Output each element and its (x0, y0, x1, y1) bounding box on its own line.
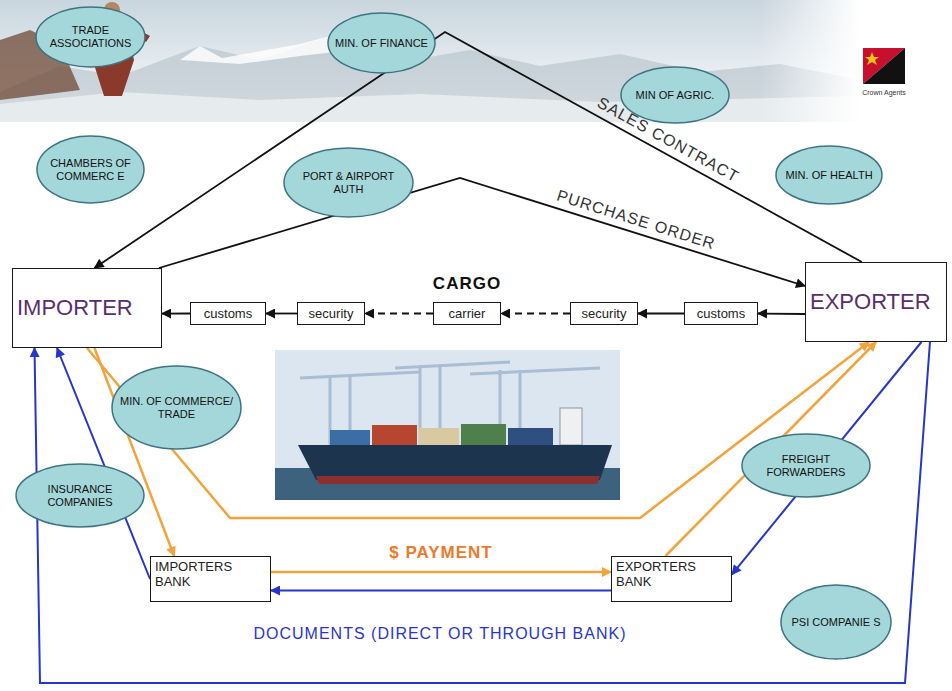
banner-photo (0, 0, 860, 122)
agency-oval: TRADE ASSOCIATIONS (35, 6, 146, 68)
banner-sky (0, 0, 860, 122)
oval-shape (284, 148, 413, 217)
flow-arrow (365, 313, 433, 315)
node-label: FREIGHT FORWARDERS (749, 453, 863, 478)
flow-arrow (638, 313, 684, 315)
node-label: security (309, 306, 354, 321)
agency-oval: MIN. OF FINANCE (327, 12, 436, 74)
annotation-text: Crown Agents (862, 89, 906, 96)
crane-boom (395, 362, 510, 368)
flow-arrow (501, 313, 570, 315)
annotation-text: DOCUMENTS (DIRECT OR THROUGH BANK) (254, 626, 627, 642)
checkpoint-box: security (297, 302, 365, 325)
agency-oval: CHAMBERS OF COMMERC E (36, 135, 145, 204)
node-label: CHAMBERS OF COMMERC E (43, 157, 139, 182)
flow-arrow (271, 571, 611, 574)
node-label: IMPORTER (17, 295, 133, 321)
container-stack (508, 428, 553, 445)
node-label: security (582, 306, 627, 321)
node-label: INSURANCE COMPANIES (23, 483, 137, 508)
banner-snow (180, 36, 352, 64)
photo-sky (275, 350, 620, 500)
logo-red (863, 48, 905, 84)
node-label: customs (697, 306, 745, 321)
node-label: MIN OF AGRIC. (636, 89, 715, 102)
flow-arrow (758, 313, 805, 315)
node-label: TRADE ASSOCIATIONS (42, 24, 140, 49)
flow-arrow (35, 342, 930, 683)
bank-box: IMPORTERS BANK (150, 556, 271, 602)
flow-arrow (87, 342, 869, 518)
flow-arrow (162, 313, 190, 315)
node-label: MIN. OF FINANCE (335, 37, 428, 50)
oval-shape (781, 585, 891, 659)
oval-shape (742, 434, 870, 497)
connector-group (35, 32, 930, 683)
ship-bridge (560, 408, 582, 445)
crown-agents-logo (863, 48, 905, 84)
flow-label: $ PAYMENT (389, 544, 492, 561)
node-label: carrier (449, 306, 486, 321)
banner-foothills (0, 92, 860, 122)
oval-shape (112, 366, 241, 449)
oval-shape (776, 146, 882, 204)
agency-oval: PORT & AIRPORT AUTH (283, 147, 414, 218)
logo-black (863, 48, 905, 84)
node-label: PORT & AIRPORT AUTH (291, 170, 406, 195)
logo-star (865, 52, 879, 65)
flow-arrow (665, 342, 876, 556)
node-label: customs (204, 306, 252, 321)
bank-box: EXPORTERS BANK (611, 556, 732, 602)
checkpoint-box: security (570, 302, 638, 325)
trader-box: IMPORTER (12, 268, 162, 348)
agency-oval: MIN. OF COMMERCE/ TRADE (111, 365, 242, 450)
oval-shape (36, 7, 145, 67)
flow-arrow (271, 590, 611, 592)
annotation-text: CARGO (433, 275, 501, 292)
checkpoint-box: carrier (433, 302, 501, 325)
flow-arrow (95, 32, 862, 268)
node-label: PSI COMPANIE S (791, 616, 880, 629)
crane-boom (470, 368, 600, 374)
oval-shape (37, 136, 144, 203)
node-label: IMPORTERS BANK (155, 560, 266, 590)
container-stack (461, 424, 506, 445)
crane-frames (300, 362, 600, 445)
container-ship-photo (275, 350, 620, 500)
checkpoint-box: customs (684, 302, 758, 325)
ship-hull (298, 445, 612, 480)
banner-fade (760, 0, 860, 122)
flow-arrow (266, 313, 297, 315)
oval-shape (16, 464, 144, 527)
node-label: EXPORTERS BANK (616, 560, 727, 590)
trader-box: EXPORTER (805, 262, 947, 342)
node-label: EXPORTER (810, 289, 931, 315)
ship-waterline (316, 476, 600, 484)
agency-oval: FREIGHT FORWARDERS (741, 433, 871, 498)
container-stack (330, 430, 370, 445)
agency-oval: INSURANCE COMPANIES (15, 463, 145, 528)
oval-shape (328, 13, 435, 73)
agency-oval: PSI COMPANIE S (780, 584, 892, 660)
node-label: MIN. OF HEALTH (785, 169, 872, 182)
agency-oval: MIN. OF HEALTH (775, 145, 883, 205)
checkpoint-box: customs (190, 302, 266, 325)
flow-arrow (732, 342, 921, 574)
crane-boom (300, 372, 420, 378)
flow-label: PURCHASE ORDER (555, 187, 717, 252)
container-stack (372, 425, 417, 445)
node-label: MIN. OF COMMERCE/ TRADE (119, 395, 234, 420)
container-stack (419, 428, 459, 445)
flow-arrow (159, 178, 805, 286)
